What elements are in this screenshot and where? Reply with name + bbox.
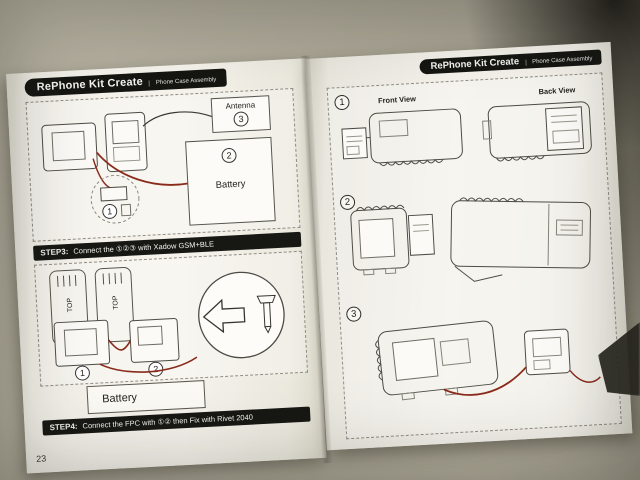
- page-number: 23: [35, 453, 47, 464]
- gsm-module-diagram: [523, 328, 571, 376]
- antenna-number: 3: [238, 114, 244, 124]
- assembly-step-3: 3: [344, 289, 617, 434]
- module-1-callout: 1: [90, 174, 140, 224]
- step3-text: Connect the ①②③ with Xadow GSM+BLE: [73, 239, 215, 256]
- diagram1-artwork: 1 Antenna 3 2 Battery: [41, 95, 276, 226]
- diagram2-artwork: TOP TOP 1 2: [49, 267, 285, 381]
- battery-box-diagram: 2 Battery: [185, 136, 276, 226]
- antenna-cable: [142, 111, 213, 127]
- antenna-label: Antenna: [225, 100, 256, 111]
- top-label-1: TOP: [67, 297, 75, 312]
- rivet-icon: [256, 294, 276, 334]
- red-wire-6: [569, 370, 601, 383]
- step1-artwork: Front View Back View: [341, 85, 592, 167]
- step4-label: STEP4:: [49, 421, 78, 433]
- scallop-edge: [459, 197, 524, 203]
- right-page: RePhone Kit Create Phone Case Assembly 1…: [305, 41, 633, 451]
- left-header-title: RePhone Kit Create: [36, 75, 144, 94]
- arrow-left-icon: [202, 298, 246, 334]
- red-wire-1: [96, 151, 188, 186]
- case-top-view-1: TOP: [49, 269, 89, 345]
- xadow-board-diagram: [41, 122, 98, 172]
- case-diagram-3: [375, 320, 499, 401]
- module-1-number: 1: [107, 206, 113, 216]
- back-view-diagram: [482, 101, 592, 162]
- scallop-edge: [379, 158, 444, 167]
- right-header-subtitle: Phone Case Assembly: [525, 55, 593, 66]
- front-view-label: Front View: [378, 94, 417, 105]
- step4-bar: STEP4: Connect the FPC with ①② then Fix …: [42, 406, 311, 436]
- case-flap: [454, 265, 503, 282]
- back-view-label: Back View: [538, 85, 575, 96]
- case-unfolded-diagram: [450, 197, 591, 282]
- assembly-diagram-2: TOP TOP 1 2: [34, 250, 309, 387]
- battery-label: Battery: [215, 177, 246, 190]
- left-page: RePhone Kit Create Phone Case Assembly: [6, 58, 327, 474]
- step3-label: STEP3:: [40, 246, 69, 258]
- red-wire-3: [107, 339, 132, 351]
- rivet-callout: [198, 271, 285, 359]
- red-wire-4: [99, 356, 198, 373]
- antenna-box: Antenna 3: [210, 95, 271, 133]
- assembly-diagram-1: 1 Antenna 3 2 Battery: [25, 87, 301, 242]
- board-2-number: 2: [153, 364, 159, 374]
- battery-number: 2: [226, 150, 232, 160]
- case-with-board-diagram: [350, 204, 435, 276]
- case-assembly-diagram: 1 Front View Back View: [326, 72, 622, 440]
- board-1-diagram: 1: [53, 319, 111, 381]
- step2-artwork: [350, 197, 591, 282]
- left-header-subtitle: Phone Case Assembly: [148, 77, 217, 87]
- board-1-number: 1: [80, 368, 86, 378]
- right-header-title: RePhone Kit Create: [430, 56, 520, 72]
- assembly-step-1: 1 Front View Back View: [332, 78, 603, 193]
- front-view-diagram: [341, 108, 463, 167]
- battery-strip-label: Battery: [101, 391, 138, 406]
- step3-artwork: [375, 320, 601, 401]
- scallop-edge: [375, 340, 383, 381]
- case-top-view-2: TOP: [94, 267, 135, 343]
- step4-text: Connect the FPC with ①② then Fix with Ri…: [82, 412, 254, 431]
- assembly-step-2: 2: [337, 178, 609, 305]
- red-wire-5: [443, 366, 527, 396]
- top-label-2: TOP: [112, 295, 120, 310]
- scallop-edge: [496, 155, 545, 162]
- scallop-edge: [355, 204, 405, 212]
- right-page-header: RePhone Kit Create Phone Case Assembly: [419, 49, 602, 75]
- module-board-diagram: [104, 111, 148, 173]
- battery-box: Battery: [86, 380, 206, 415]
